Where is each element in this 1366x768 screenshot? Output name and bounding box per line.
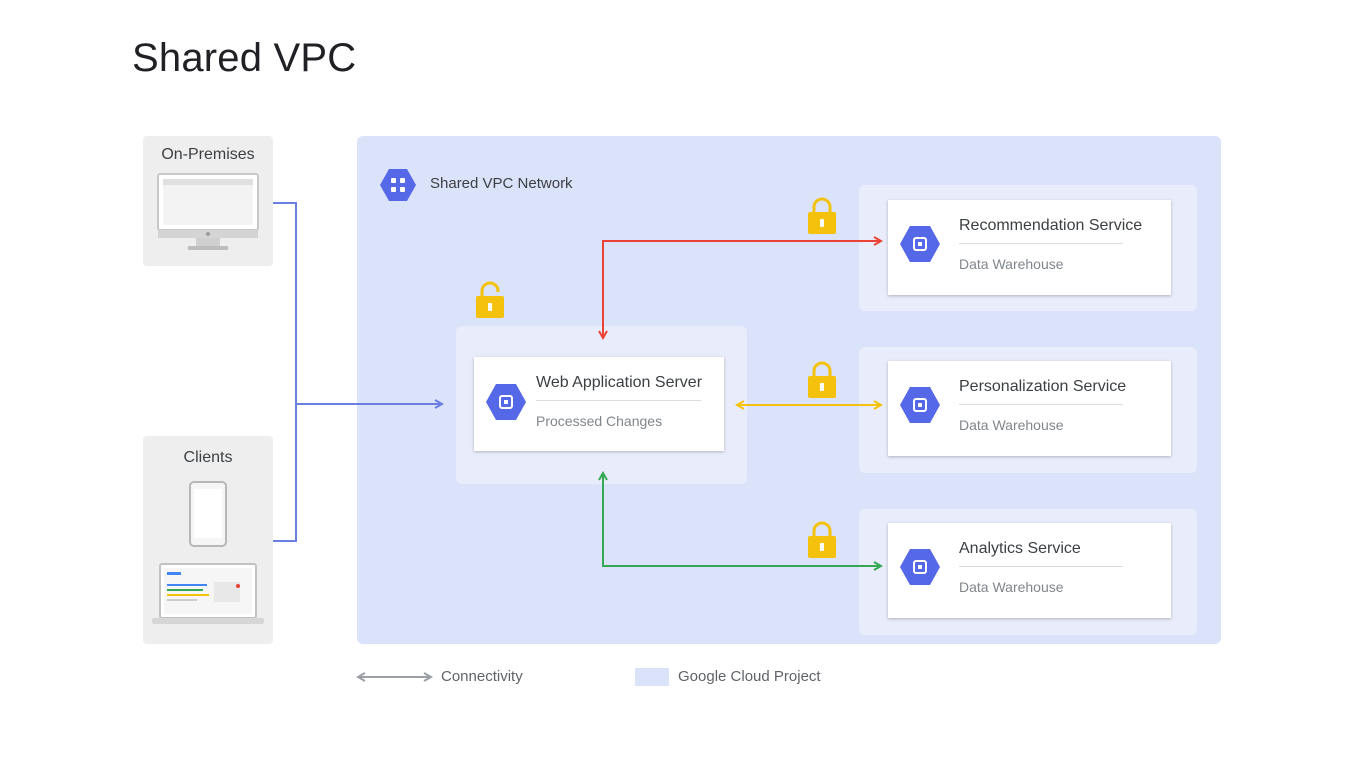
compute-engine-icon [900, 549, 940, 585]
compute-engine-icon [900, 226, 940, 262]
locked-padlock-icon [808, 361, 836, 398]
page-title: Shared VPC [132, 36, 357, 80]
recommendation-service-card: Recommendation Service Data Warehouse [888, 200, 1171, 295]
project-legend-swatch [635, 668, 669, 686]
unlocked-padlock-icon [476, 281, 504, 318]
analytics-link-arrow [603, 473, 881, 566]
smartphone-icon [189, 481, 227, 547]
analytics-service-subtitle: Data Warehouse [959, 579, 1064, 595]
separator [959, 243, 1123, 244]
clients-label: Clients [183, 449, 233, 466]
analytics-service-card: Analytics Service Data Warehouse [888, 523, 1171, 618]
web-server-title: Web Application Server [536, 374, 703, 391]
shared-vpc-network-label: Shared VPC Network [430, 175, 573, 192]
recommendation-link-arrow [603, 241, 881, 338]
personalization-service-subtitle: Data Warehouse [959, 417, 1064, 433]
recommendation-service-subtitle: Data Warehouse [959, 256, 1064, 272]
shared-vpc-network-icon [380, 169, 416, 201]
web-server-card: Web Application Server Processed Changes [474, 357, 724, 451]
web-server-subtitle: Processed Changes [536, 413, 663, 429]
connectivity-legend-label: Connectivity [441, 668, 523, 685]
on-premises-box: On-Premises [143, 136, 273, 266]
separator [959, 566, 1123, 567]
compute-engine-icon [486, 384, 526, 420]
personalization-service-title: Personalization Service [959, 378, 1127, 395]
on-premises-label: On-Premises [161, 146, 255, 163]
locked-padlock-icon [808, 197, 836, 234]
analytics-service-title: Analytics Service [959, 540, 1081, 557]
separator [536, 400, 701, 401]
project-legend-label: Google Cloud Project [678, 668, 821, 685]
recommendation-service-title: Recommendation Service [959, 217, 1143, 234]
locked-padlock-icon [808, 521, 836, 558]
separator [959, 404, 1123, 405]
clients-box: Clients [143, 436, 273, 644]
compute-engine-icon [900, 387, 940, 423]
personalization-service-card: Personalization Service Data Warehouse [888, 361, 1171, 456]
on-premises-link [273, 202, 297, 542]
laptop-icon [152, 563, 264, 624]
desktop-monitor-icon [157, 173, 259, 250]
